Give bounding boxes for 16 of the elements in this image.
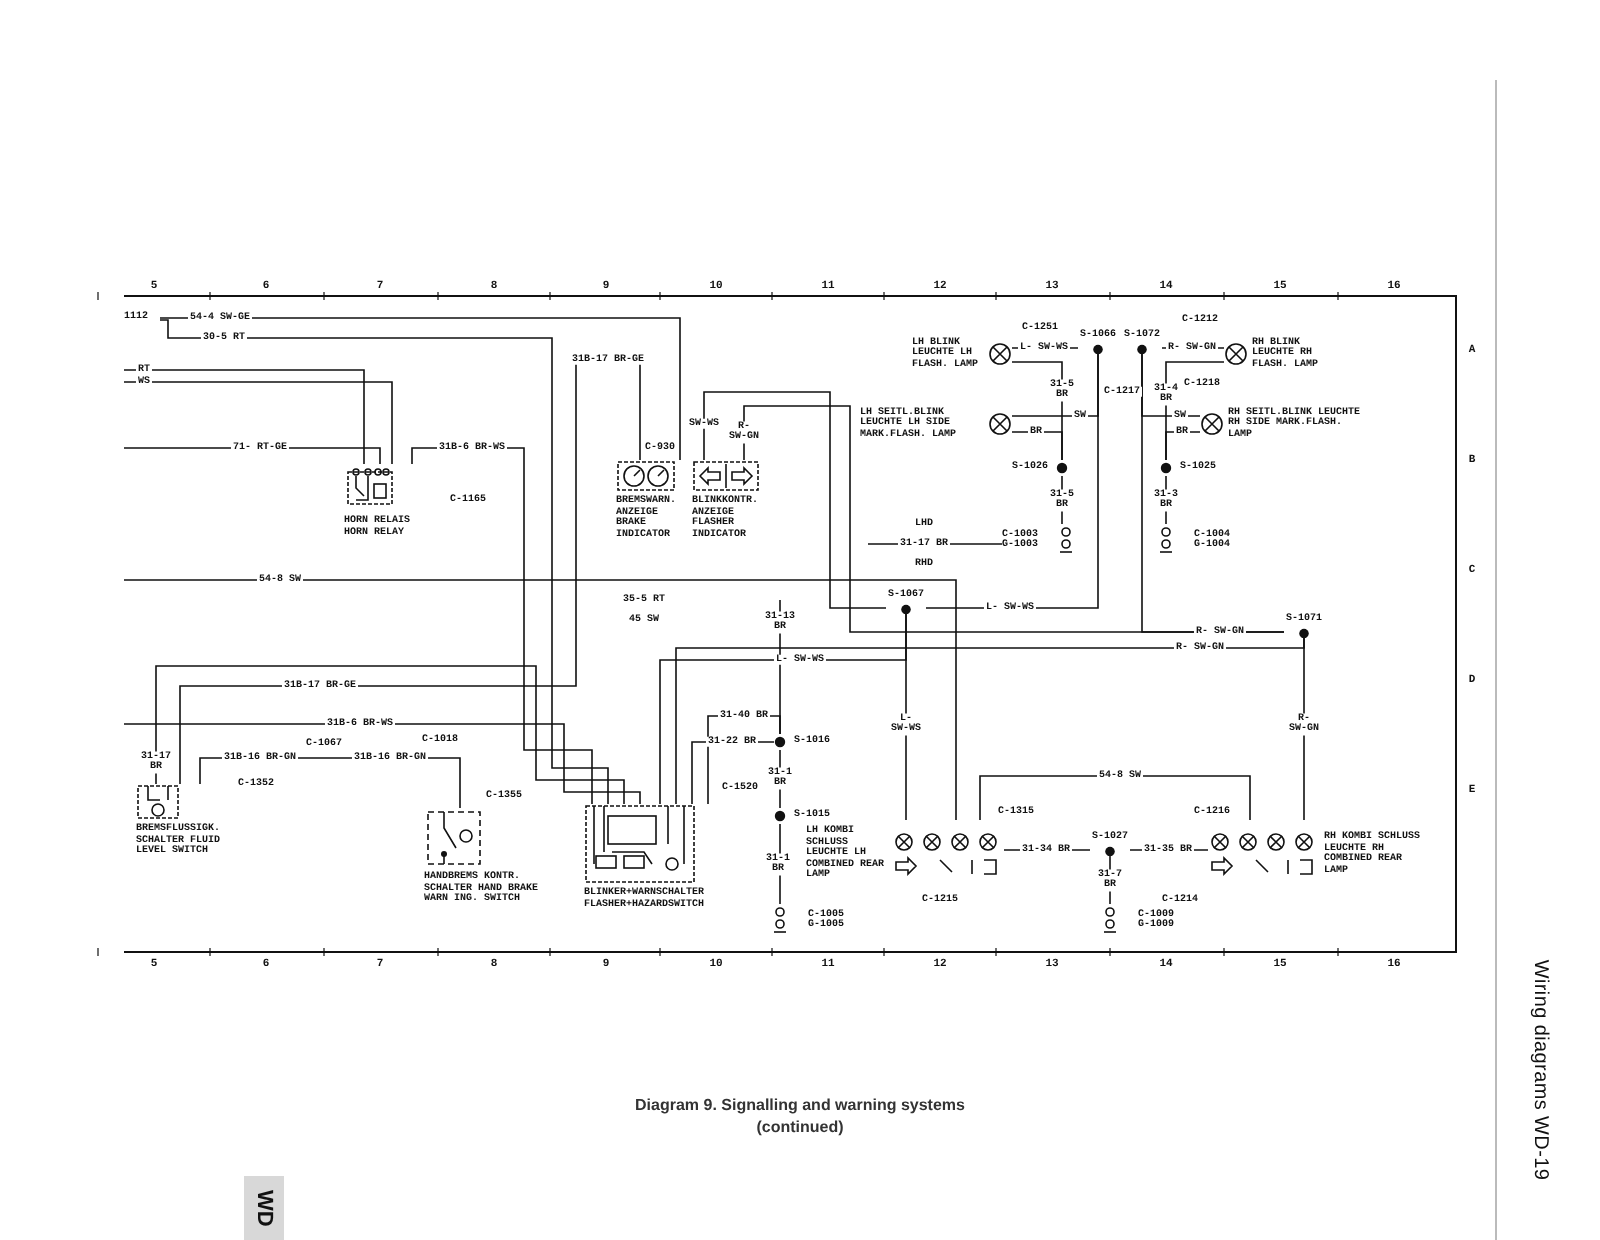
- section-tab: WD: [244, 1176, 284, 1240]
- wire: [159, 317, 681, 461]
- wire: [779, 749, 781, 809]
- wire: [123, 381, 393, 465]
- wire: [155, 665, 625, 805]
- wire: [905, 613, 907, 821]
- wire: [159, 319, 609, 805]
- wire: [675, 637, 1305, 805]
- wire: [123, 369, 365, 465]
- caption: Diagram 9. Signalling and warning systems (continued): [633, 1096, 967, 1140]
- wire: [743, 405, 1285, 633]
- wire: [979, 775, 1251, 821]
- page-heading: Wiring diagrams WD-19: [1529, 959, 1551, 1181]
- wire: [703, 391, 887, 609]
- wire: [123, 723, 641, 805]
- wire: [123, 579, 957, 821]
